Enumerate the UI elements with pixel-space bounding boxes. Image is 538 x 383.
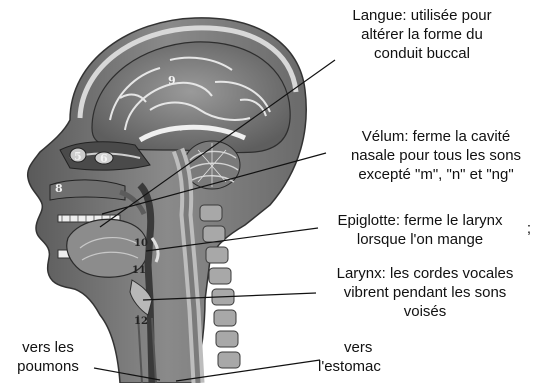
label-estomac: vers l'estomac [318,338,428,376]
label-velum-line-3: excepté "m", "n" et "ng" [336,165,536,184]
label-velum-line-1: Vélum: ferme la cavité [336,127,536,146]
label-langue: Langue: utilisée pour altérer la forme d… [332,6,512,63]
label-poumons-line-1: vers les [2,338,94,357]
stray-mark: ; [524,219,534,238]
marker-11: 11 [132,265,146,276]
marker-12: 12 [134,316,148,327]
label-larynx-line-1: Larynx: les cordes vocales [320,264,530,283]
label-epiglotte-line-2: lorsque l'on mange [320,230,520,249]
cerebellum [184,141,240,189]
label-velum-line-2: nasale pour tous les sons [336,146,536,165]
label-langue-line-3: conduit buccal [332,44,512,63]
label-epiglotte: Epiglotte: ferme le larynx lorsque l'on … [320,211,520,249]
label-larynx-line-3: voisés [320,302,530,321]
marker-8: 8 [55,182,63,195]
label-epiglotte-line-1: Epiglotte: ferme le larynx [320,211,520,230]
label-larynx: Larynx: les cordes vocales vibrent penda… [320,264,530,321]
label-velum: Vélum: ferme la cavité nasale pour tous … [336,127,536,184]
label-langue-line-1: Langue: utilisée pour [332,6,512,25]
label-larynx-line-2: vibrent pendant les sons [320,283,530,302]
marker-5: 5 [74,150,82,163]
label-poumons: vers les poumons [2,338,94,376]
label-estomac-line-1: vers [318,338,428,357]
label-estomac-line-2: l'estomac [318,357,428,376]
marker-10: 10 [134,238,148,249]
marker-6: 6 [100,152,108,165]
label-poumons-line-2: poumons [2,357,94,376]
marker-9: 9 [168,74,176,87]
label-langue-line-2: altérer la forme du [332,25,512,44]
